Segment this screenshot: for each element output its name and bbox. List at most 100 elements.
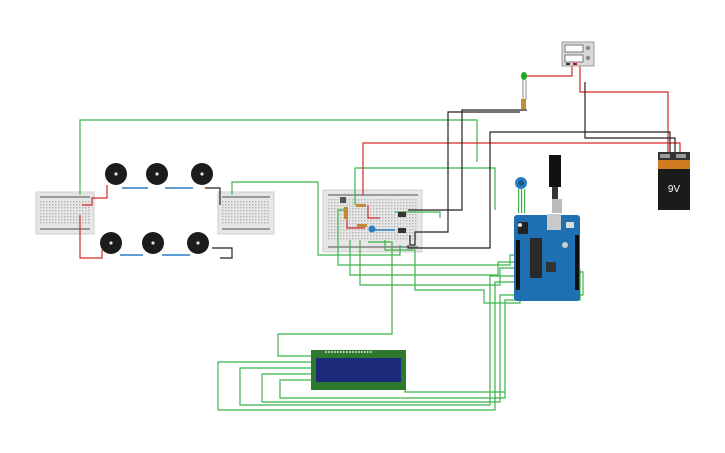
breadboard-hole — [412, 226, 414, 228]
breadboard-hole — [328, 235, 330, 237]
breadboard-hole — [400, 238, 402, 240]
breadboard-hole — [264, 219, 266, 221]
breadboard-hole — [376, 208, 378, 210]
green-wires[interactable] — [79, 119, 584, 411]
breadboard-hole — [52, 210, 54, 212]
lcd-display[interactable] — [311, 350, 406, 390]
breadboard-hole — [234, 219, 236, 221]
potentiometer[interactable] — [515, 177, 527, 213]
breadboard-hole — [258, 222, 260, 224]
power-supply[interactable] — [561, 41, 595, 67]
breadboard-hole — [231, 201, 233, 203]
breadboard-hole — [367, 202, 369, 204]
breadboard-hole — [52, 201, 54, 203]
breadboard-hole — [67, 207, 69, 209]
battery-9v[interactable]: 9V — [658, 152, 690, 210]
breadboard-hole — [412, 223, 414, 225]
breadboard-hole — [406, 235, 408, 237]
piezo-buzzer[interactable] — [142, 232, 164, 254]
breadboard-hole — [52, 207, 54, 209]
breadboard-hole — [385, 232, 387, 234]
breadboard-hole — [364, 238, 366, 240]
breadboard-hole — [391, 202, 393, 204]
breadboard-hole — [55, 207, 57, 209]
piezo-buzzer[interactable] — [146, 163, 168, 185]
breadboard-hole — [373, 238, 375, 240]
breadboard-hole — [373, 205, 375, 207]
breadboard-hole — [403, 238, 405, 240]
buzzer-group[interactable] — [100, 163, 213, 254]
breadboard-hole — [46, 219, 48, 221]
breadboard-hole — [400, 208, 402, 210]
breadboard-hole — [415, 229, 417, 231]
piezo-buzzer[interactable] — [100, 232, 122, 254]
breadboard-hole — [373, 199, 375, 201]
breadboard-hole — [352, 223, 354, 225]
breadboard-hole — [237, 213, 239, 215]
breadboard-hole — [397, 238, 399, 240]
breadboard-hole — [406, 199, 408, 201]
breadboard-hole — [334, 217, 336, 219]
breadboard-hole — [394, 202, 396, 204]
breadboard-hole — [367, 235, 369, 237]
breadboard-hole — [240, 207, 242, 209]
breadboard-hole — [352, 235, 354, 237]
piezo-buzzer[interactable] — [187, 232, 209, 254]
breadboard-hole — [261, 216, 263, 218]
breadboard-hole — [331, 205, 333, 207]
breadboard-hole — [264, 207, 266, 209]
breadboard-hole — [64, 213, 66, 215]
breadboard-hole — [379, 211, 381, 213]
breadboard-hole — [228, 204, 230, 206]
breadboard-hole — [361, 208, 363, 210]
breadboard-hole — [397, 202, 399, 204]
breadboard-hole — [373, 208, 375, 210]
breadboard-hole — [346, 235, 348, 237]
piezo-buzzer[interactable] — [105, 163, 127, 185]
red-wires[interactable] — [79, 66, 681, 259]
breadboard-hole — [385, 238, 387, 240]
breadboard-hole — [240, 204, 242, 206]
breadboard-hole — [76, 213, 78, 215]
breadboard-left[interactable] — [35, 191, 95, 235]
breadboard-hole — [364, 211, 366, 213]
breadboard-hole — [243, 210, 245, 212]
breadboard-hole — [343, 238, 345, 240]
breadboard-hole — [231, 216, 233, 218]
blue-wires[interactable] — [120, 187, 395, 256]
breadboard-hole — [240, 219, 242, 221]
breadboard-hole — [258, 213, 260, 215]
breadboard-hole — [267, 204, 269, 206]
breadboard-hole — [331, 223, 333, 225]
breadboard-hole — [349, 205, 351, 207]
breadboard-hole — [331, 220, 333, 222]
breadboard-hole — [349, 226, 351, 228]
arduino-board[interactable] — [514, 155, 580, 301]
breadboard-right[interactable] — [217, 191, 275, 235]
center-board-components[interactable] — [340, 197, 406, 233]
breadboard-hole — [349, 199, 351, 201]
breadboard-hole — [394, 223, 396, 225]
breadboard-hole — [397, 214, 399, 216]
breadboard-hole — [340, 220, 342, 222]
breadboard-hole — [225, 216, 227, 218]
black-wires[interactable] — [205, 82, 676, 259]
breadboard-hole — [76, 222, 78, 224]
breadboard-hole — [400, 205, 402, 207]
breadboard-hole — [61, 216, 63, 218]
breadboard-hole — [328, 217, 330, 219]
breadboard-hole — [370, 208, 372, 210]
breadboard-hole — [76, 204, 78, 206]
piezo-buzzer[interactable] — [191, 163, 213, 185]
breadboard-hole — [88, 216, 90, 218]
breadboard-hole — [373, 232, 375, 234]
led-component[interactable] — [521, 72, 527, 109]
breadboard-hole — [222, 213, 224, 215]
breadboard-hole — [255, 213, 257, 215]
breadboard-hole — [67, 201, 69, 203]
breadboard-hole — [258, 204, 260, 206]
breadboard-hole — [255, 201, 257, 203]
breadboard-hole — [49, 204, 51, 206]
breadboard-hole — [373, 235, 375, 237]
